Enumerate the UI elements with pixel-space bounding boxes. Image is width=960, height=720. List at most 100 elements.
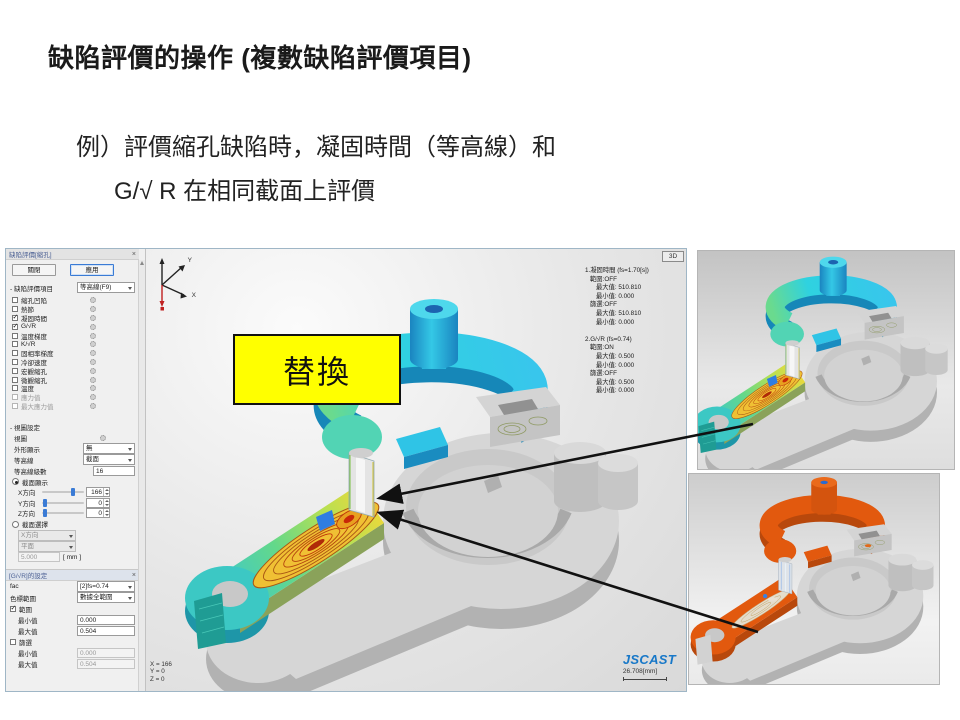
range-max-input[interactable]: 0.504 xyxy=(77,625,135,636)
display-mode-dropdown[interactable]: 等高線(F9) xyxy=(77,282,135,293)
contour-label: 等高線 xyxy=(14,457,34,465)
dialog-titlebar[interactable]: [G/√R]的設定 × xyxy=(6,570,139,581)
checkbox[interactable] xyxy=(12,350,18,357)
panel-scrollbar[interactable] xyxy=(138,260,145,691)
filter-checkbox[interactable] xyxy=(10,638,16,645)
gear-icon[interactable] xyxy=(90,341,96,348)
section-select-label: 截面選擇 xyxy=(22,522,48,529)
gear-icon[interactable] xyxy=(100,434,106,441)
defect-item-row[interactable]: 溫度梯度 xyxy=(12,331,139,341)
defect-item-row[interactable]: 微觀縮孔 xyxy=(12,375,139,385)
section-label-items: - 缺陷評價項目 xyxy=(10,285,53,293)
fac-dropdown[interactable]: [2]fs=0.74 xyxy=(77,581,135,592)
filter-min-input[interactable]: 0.000 xyxy=(77,647,135,658)
filter-max-label: 最大值 xyxy=(18,661,38,669)
checkbox[interactable] xyxy=(12,385,18,392)
section-display-label: 截面顯示 xyxy=(22,479,48,487)
3d-viewport[interactable]: Y X 3D 1.凝固時間 (fs=1.70[s]) 範圍:OFF 最大值: 5… xyxy=(146,249,686,691)
contour-levels-label: 等高線級數 xyxy=(14,468,47,476)
scale-text: 26.708[mm] xyxy=(622,668,658,675)
section-direction-dropdown[interactable]: X方向 xyxy=(18,529,76,541)
gear-icon[interactable] xyxy=(90,306,96,313)
z-spinner[interactable]: 0 xyxy=(86,508,110,519)
shape-display-label: 外形顯示 xyxy=(14,446,40,454)
apply-button[interactable]: 應用 xyxy=(70,264,114,276)
gear-icon[interactable] xyxy=(90,297,96,304)
gear-icon[interactable] xyxy=(90,376,96,383)
range-checkbox[interactable] xyxy=(10,604,16,612)
casting-model-cyan-thumb xyxy=(698,251,955,470)
cut-plane-coordinates: X = 166 Y = 0 Z = 0 xyxy=(150,660,172,683)
checkbox[interactable] xyxy=(12,306,18,313)
checkbox[interactable] xyxy=(12,297,18,304)
section-display-radio[interactable] xyxy=(12,478,19,485)
gear-icon[interactable] xyxy=(90,350,96,357)
defect-item-row[interactable]: 固相率梯度 xyxy=(12,349,139,358)
defect-item-row[interactable]: G/√R xyxy=(12,322,139,331)
result-legend: 1.凝固時間 (fs=1.70[s]) 範圍:OFF 最大值: 510.810 … xyxy=(585,267,649,395)
replace-label: 替換 xyxy=(282,353,351,390)
range-max-label: 最大值 xyxy=(18,628,38,636)
section-plane-dropdown[interactable]: 平面 xyxy=(18,540,76,552)
jscast-logo: JSCAST xyxy=(622,652,676,667)
close-button[interactable]: 關閉 xyxy=(12,264,56,276)
contour-levels-input[interactable]: 16 xyxy=(93,465,135,476)
range-label: 範圍 xyxy=(19,606,32,614)
defect-item-list: 縮孔凹陷 熱節 凝固時間 G/√R 溫度梯度 K/√R 固相率梯度 冷卻速度 宏… xyxy=(6,295,139,411)
defect-item-row[interactable]: 溫度 xyxy=(12,384,139,393)
defect-item-row[interactable]: 最大應力值 xyxy=(12,402,139,411)
colorbar-dropdown[interactable]: 數據全範圍 xyxy=(77,592,135,603)
body-line-2: G/√ R 在相同截面上評價 xyxy=(114,178,376,205)
gear-icon[interactable] xyxy=(90,402,96,409)
close-icon[interactable]: × xyxy=(131,250,136,258)
gear-icon[interactable] xyxy=(90,358,96,365)
defect-item-row[interactable]: 縮孔凹陷 xyxy=(12,296,139,305)
checkbox[interactable] xyxy=(12,358,18,365)
section-select-radio[interactable] xyxy=(12,520,19,528)
defect-item-row[interactable]: 應力值 xyxy=(12,393,139,402)
defect-item-row[interactable]: 凝固時間 xyxy=(12,313,139,323)
range-min-label: 最小值 xyxy=(18,617,38,625)
defect-item-row[interactable]: K/√R xyxy=(12,340,139,349)
z-slider[interactable] xyxy=(42,509,84,518)
axis-triad-icon xyxy=(159,258,187,311)
y-slider[interactable] xyxy=(42,498,84,507)
checkbox[interactable] xyxy=(12,341,18,348)
filter-label: 篩選 xyxy=(19,639,32,647)
checkbox[interactable] xyxy=(12,332,18,339)
slider-row-y: Y方向 0 xyxy=(6,497,139,509)
gear-icon[interactable] xyxy=(90,323,96,330)
filter-max-input[interactable]: 0.504 xyxy=(77,658,135,669)
checkbox[interactable] xyxy=(12,402,18,409)
view-label: 視圖 xyxy=(14,435,27,443)
y-spinner[interactable]: 0 xyxy=(86,497,110,508)
contour-dropdown[interactable]: 截面 xyxy=(83,454,135,465)
3d-mode-button[interactable]: 3D xyxy=(662,251,684,262)
gear-icon[interactable] xyxy=(90,314,96,321)
defect-item-row[interactable]: 宏觀縮孔 xyxy=(12,366,139,376)
solidification-time-thumbnail xyxy=(697,250,955,470)
gear-icon[interactable] xyxy=(90,367,96,374)
checkbox[interactable] xyxy=(12,376,18,383)
gear-icon[interactable] xyxy=(90,385,96,392)
dialog-titlebar[interactable]: 缺陷評價[縮孔] × xyxy=(6,249,139,260)
filter-min-label: 最小值 xyxy=(18,650,38,658)
range-min-input[interactable]: 0.000 xyxy=(77,614,135,625)
gear-icon[interactable] xyxy=(90,394,96,401)
x-slider[interactable] xyxy=(42,488,84,497)
offset-input[interactable]: 5.000 xyxy=(18,552,60,562)
defect-item-row[interactable]: 冷卻速度 xyxy=(12,358,139,367)
checkbox[interactable] xyxy=(12,367,18,374)
defect-item-row[interactable]: 熱節 xyxy=(12,305,139,314)
gear-icon[interactable] xyxy=(90,332,96,339)
defect-evaluation-panel: 缺陷評價[縮孔] × 關閉 應用 - 缺陷評價項目 等高線(F9) 縮孔凹陷 熱… xyxy=(6,249,146,691)
close-icon[interactable]: × xyxy=(131,571,136,579)
checkbox[interactable] xyxy=(12,322,18,330)
gsqrtr-thumbnail xyxy=(688,473,940,685)
scroll-up-icon[interactable] xyxy=(140,261,144,265)
checkbox[interactable] xyxy=(12,394,18,401)
x-spinner[interactable]: 166 xyxy=(86,487,110,498)
checkbox[interactable] xyxy=(12,313,18,321)
shape-display-dropdown[interactable]: 無 xyxy=(83,443,135,454)
